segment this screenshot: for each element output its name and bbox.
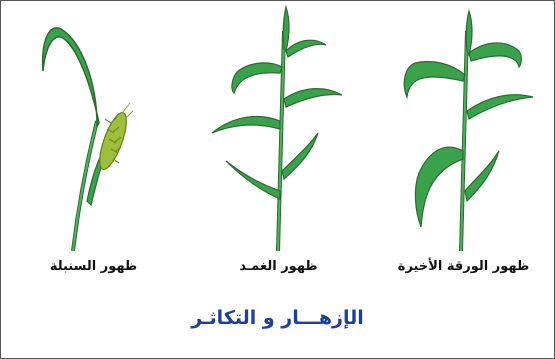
wheat-plant-flag-leaf-icon [371, 1, 555, 251]
stage-panel-spike: ظهور السنبلة [1, 1, 186, 291]
caption-title: الإزهـــار و التكاثـر [1, 307, 554, 329]
wheat-plant-spike-icon [1, 1, 186, 251]
wheat-plant-sheath-icon [186, 1, 371, 251]
stage-label-flag-leaf: ظهور الورقة الأخيرة [371, 259, 555, 274]
stage-panel-sheath: ظهور الغمـد [186, 1, 371, 291]
stage-panel-flag-leaf: ظهور الورقة الأخيرة [371, 1, 555, 291]
wheat-spike [94, 103, 133, 172]
stage-label-sheath: ظهور الغمـد [186, 259, 371, 274]
stage-label-spike: ظهور السنبلة [1, 259, 186, 274]
